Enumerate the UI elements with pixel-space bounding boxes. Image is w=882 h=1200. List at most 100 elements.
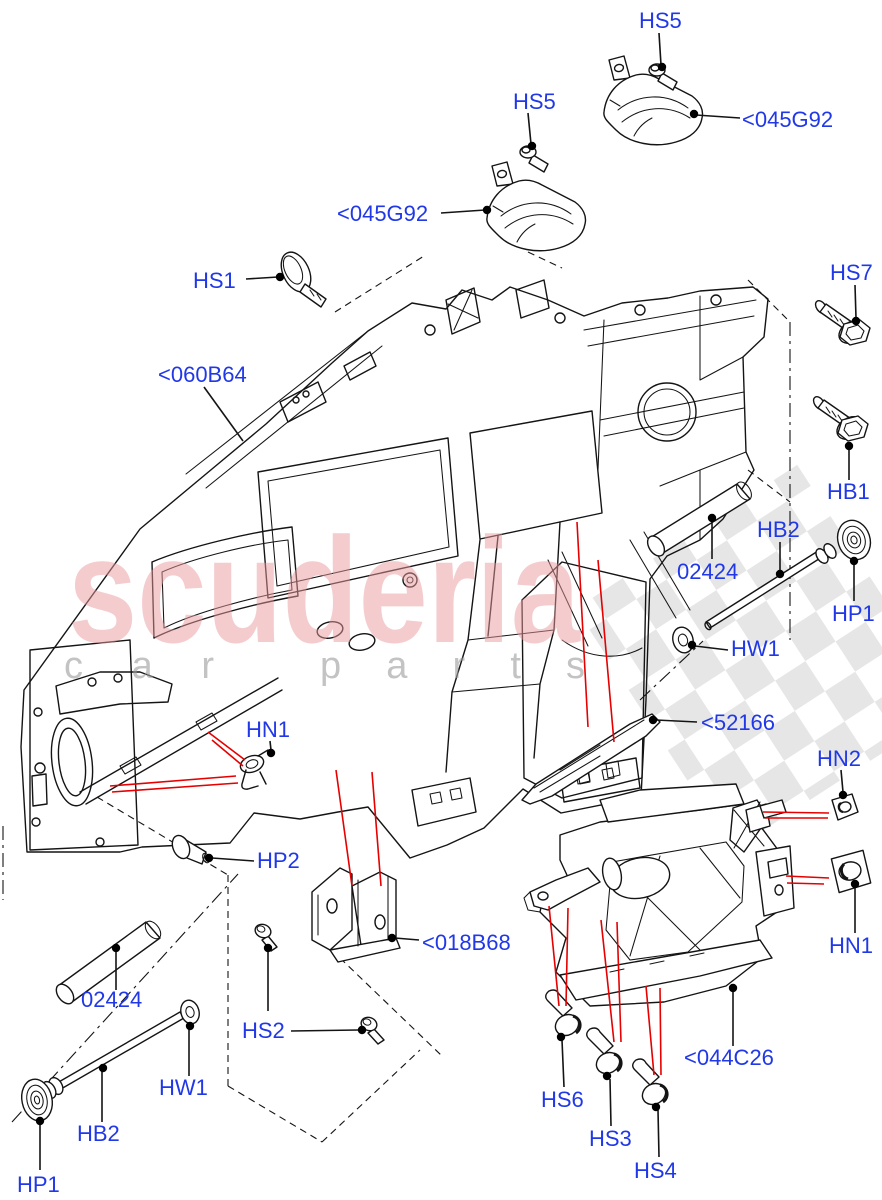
red-leader-line-52166 (597, 559, 615, 743)
leader-dot-HN1-14 (266, 748, 276, 758)
checkered-flag-watermark (575, 464, 882, 851)
hn1-clip-nut-right (830, 849, 872, 894)
leader-line-HS6-23 (561, 1039, 565, 1088)
leader-dot-02424-18 (111, 943, 121, 953)
leader-dot-HS5-2 (527, 141, 537, 151)
part-label-HS5-2[interactable]: HS5 (513, 89, 556, 114)
part-label-HS7-6[interactable]: HS7 (830, 260, 873, 285)
leader-dot-52166-12 (648, 715, 658, 725)
leader-dot-HS2-17 (263, 943, 273, 953)
leader-line-045G92-1 (695, 114, 741, 119)
leader-dot-HS2-17 (357, 1025, 367, 1035)
part-label-060B64-5[interactable]: <060B64 (158, 362, 247, 387)
leader-line-HS2-17 (290, 1029, 359, 1032)
leader-line-HN2-13 (840, 769, 844, 793)
leader-dot-HP1-10 (849, 556, 859, 566)
parts-drawing (2, 55, 872, 1143)
part-label-HP1-10[interactable]: HP1 (832, 601, 875, 626)
hp2-push-pin (171, 834, 210, 865)
leader-dot-018B68-16 (387, 933, 397, 943)
hs5-screw-lower (519, 145, 549, 173)
hb1-bolt (810, 393, 869, 445)
leader-line-HS7-6 (854, 284, 857, 319)
leader-dot-HN1-26 (850, 879, 860, 889)
leader-dot-045G92-1 (689, 109, 699, 119)
part-label-02424-18[interactable]: 02424 (81, 987, 142, 1012)
leader-dot-HP1-21 (35, 1116, 45, 1126)
part-label-045G92-3[interactable]: <045G92 (337, 201, 428, 226)
leader-dot-HS7-6 (851, 316, 861, 326)
red-leader-line-HN1-left (207, 731, 246, 761)
leader-line-HS3-24 (609, 1078, 612, 1127)
part-label-HN1-14[interactable]: HN1 (246, 717, 290, 742)
hs2-screw-upper (254, 923, 278, 952)
hs7-bolt (812, 297, 871, 349)
part-label-HN2-13[interactable]: HN2 (817, 746, 861, 771)
watermark-brand-text: scuderia (68, 506, 581, 674)
hn2-clip-nut (831, 793, 859, 821)
part-label-02424-8[interactable]: 02424 (677, 559, 738, 584)
part-label-HS4-25[interactable]: HS4 (634, 1158, 677, 1183)
bracket-assembly-044C26 (523, 783, 795, 1007)
red-leader-line-HN1-right (785, 875, 830, 879)
construction-lines (2, 251, 791, 1143)
part-label-HS3-24[interactable]: HS3 (589, 1126, 632, 1151)
leader-dot-HW1-19 (185, 1021, 195, 1031)
leader-dot-HP2-15 (204, 853, 214, 863)
part-label-HS6-23[interactable]: HS6 (541, 1087, 584, 1112)
part-label-045G92-1[interactable]: <045G92 (742, 107, 833, 132)
part-label-HW1-19[interactable]: HW1 (159, 1075, 208, 1100)
red-leader-line-HN1-right (786, 882, 825, 885)
part-label-52166-12[interactable]: <52166 (701, 710, 775, 735)
red-leader-line-52166 (576, 521, 589, 728)
red-leader-line-HN1-left (211, 739, 244, 767)
red-leader-line-HS6 (548, 905, 560, 1007)
part-label-HP1-21[interactable]: HP1 (17, 1172, 60, 1197)
red-leader-line-HS4 (645, 985, 655, 1076)
red-leader-line-HS3 (616, 921, 622, 1043)
leader-dot-HS1-4 (275, 272, 285, 282)
brand-watermark: scuderia car parts (64, 506, 585, 687)
leader-dot-HS5-0 (657, 62, 667, 72)
spacer-tube-left (55, 920, 162, 1005)
part-label-HS1-4[interactable]: HS1 (193, 268, 236, 293)
leader-line-HS5-0 (658, 32, 662, 66)
leader-line-HS5-2 (527, 112, 532, 145)
leader-line-018B68-16 (394, 937, 420, 941)
red-leader-line-018B68 (371, 771, 382, 887)
leader-dot-HB2-9 (775, 569, 785, 579)
leader-dot-044C26-22 (728, 983, 738, 993)
leader-line-HW1-11 (694, 645, 729, 651)
red-leader-line-HS4 (659, 987, 662, 1076)
leader-line-060B64-5 (203, 386, 244, 442)
leader-line-HS4-25 (657, 1109, 660, 1158)
leader-line-HN1-14 (269, 740, 272, 751)
hn1-clip-left (239, 749, 269, 790)
hs4-screw (631, 1057, 671, 1110)
part-label-HB2-9[interactable]: HB2 (757, 517, 800, 542)
leader-line-045G92-3 (440, 209, 486, 214)
part-label-018B68-16[interactable]: <018B68 (422, 930, 511, 955)
part-label-HS2-17[interactable]: HS2 (242, 1018, 285, 1043)
leader-dot-HN2-13 (838, 790, 848, 800)
part-label-HB2-20[interactable]: HB2 (77, 1121, 120, 1146)
part-label-HB1-7[interactable]: HB1 (827, 479, 870, 504)
leader-dot-02424-8 (707, 513, 717, 523)
part-label-044C26-22[interactable]: <044C26 (684, 1045, 774, 1070)
part-label-HP2-15[interactable]: HP2 (257, 848, 300, 873)
part-label-HW1-11[interactable]: HW1 (731, 636, 780, 661)
leader-dot-HS3-24 (602, 1071, 612, 1081)
demister-bracket-lower (486, 161, 587, 252)
spacer-tube-right (646, 481, 752, 557)
red-leader-line-HN1-left (109, 775, 237, 787)
red-leader-line-HS6 (565, 907, 569, 1007)
hs1-push-pin (280, 251, 327, 308)
part-label-HS5-0[interactable]: HS5 (639, 8, 682, 33)
leader-dot-045G92-3 (482, 205, 492, 215)
part-label-HN1-26[interactable]: HN1 (829, 933, 873, 958)
leader-dot-HB1-7 (844, 441, 854, 451)
red-leader-line-018B68 (335, 769, 353, 887)
